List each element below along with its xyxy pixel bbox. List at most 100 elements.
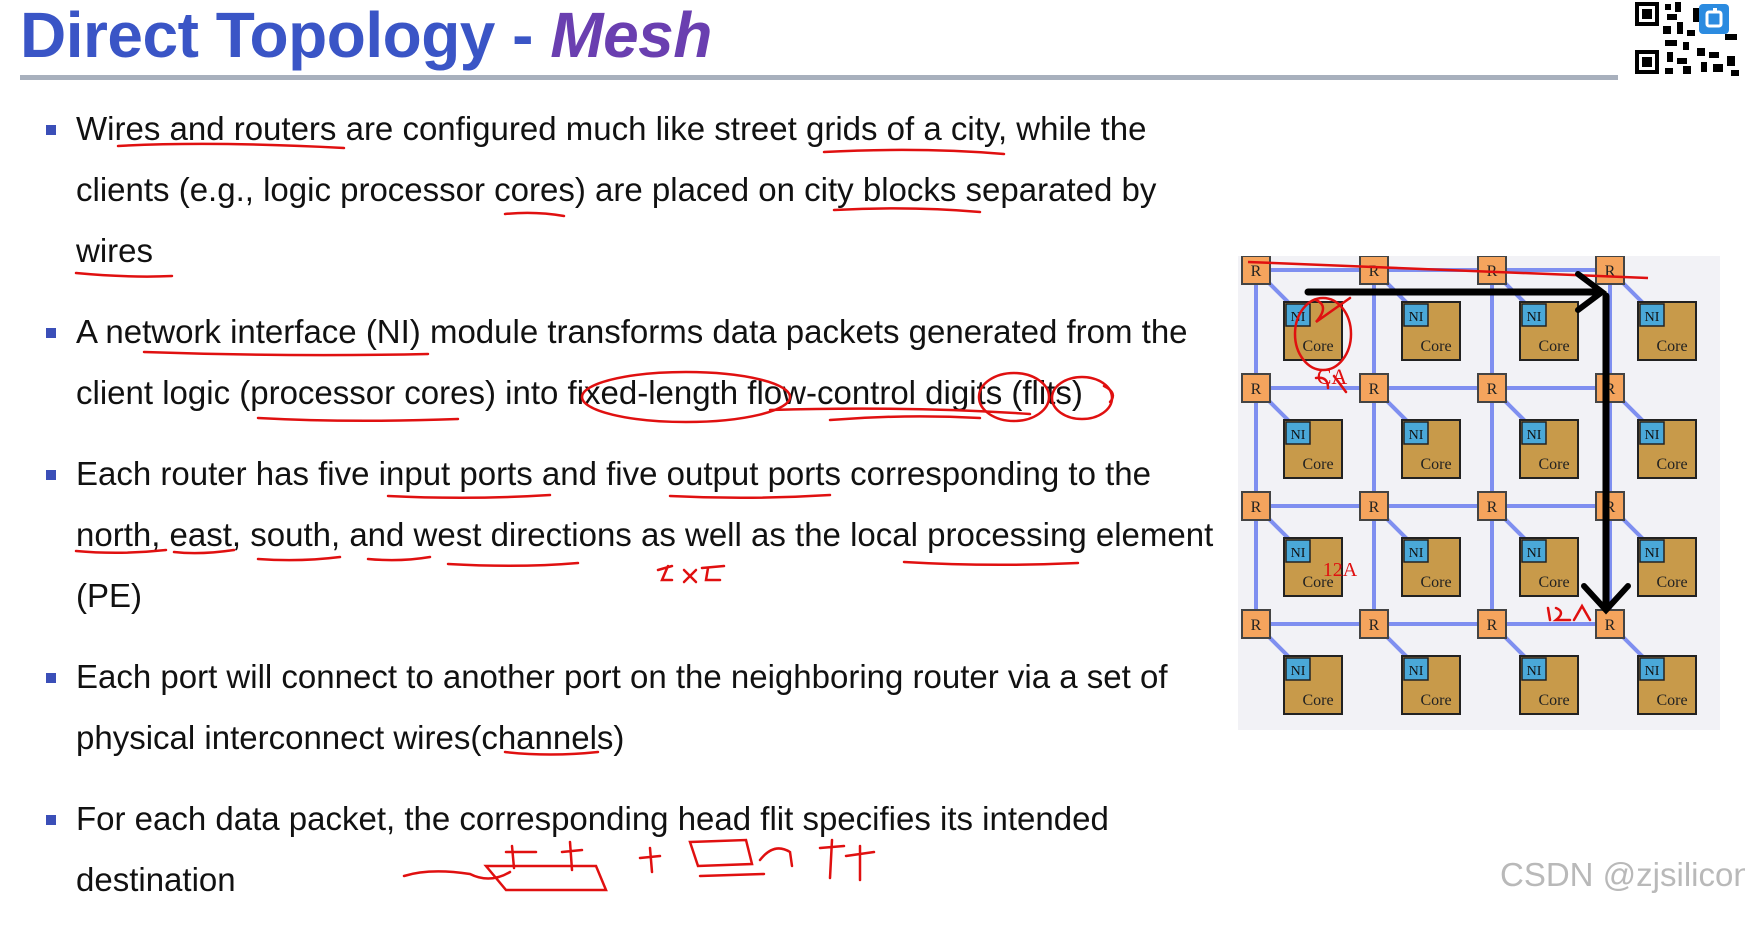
core-label: Core (1420, 456, 1451, 473)
arrow-head-icon (1575, 271, 1607, 313)
router-node (1595, 256, 1625, 285)
bullet-text: Each router has five input ports and fiv… (76, 455, 1214, 614)
router-label: R (1251, 381, 1262, 398)
ni-block (1521, 421, 1547, 445)
bullet-text: Wires and routers are configured much li… (76, 110, 1157, 269)
router-node (1359, 373, 1389, 403)
ni-label: NI (1645, 310, 1660, 325)
bullet-text: For each data packet, the corresponding … (76, 800, 1109, 898)
bullet-square-icon (46, 673, 56, 683)
router-node (1595, 491, 1625, 521)
core-label: Core (1420, 692, 1451, 709)
bullet-square-icon (46, 125, 56, 135)
router-label: R (1369, 617, 1380, 634)
router-label: R (1487, 381, 1498, 398)
bullet-text: Each port will connect to another port o… (76, 658, 1168, 756)
ni-block (1285, 657, 1311, 681)
title-separator: - (494, 0, 551, 71)
ni-label: NI (1527, 546, 1542, 561)
core-label: Core (1302, 574, 1333, 591)
title-rule (20, 75, 1618, 80)
slide-title: Direct Topology - Mesh (20, 0, 712, 72)
ni-label: NI (1409, 546, 1424, 561)
ni-label: NI (1645, 428, 1660, 443)
core-label: Core (1302, 338, 1333, 355)
ni-block (1521, 303, 1547, 327)
ni-block (1285, 539, 1311, 563)
router-node (1359, 491, 1389, 521)
annotation-label-12a: 12A (1323, 559, 1358, 581)
router-label: R (1605, 617, 1616, 634)
core-label: Core (1656, 338, 1687, 355)
router-label: R (1369, 499, 1380, 516)
router-node (1241, 256, 1271, 285)
ni-label: NI (1291, 428, 1306, 443)
ni-label: NI (1527, 310, 1542, 325)
core-label: Core (1302, 456, 1333, 473)
ni-block (1403, 657, 1429, 681)
router-label: R (1605, 499, 1616, 516)
core-label: Core (1656, 456, 1687, 473)
bullet-square-icon (46, 815, 56, 825)
ni-block (1639, 657, 1665, 681)
ni-block (1285, 421, 1311, 445)
core-label: Core (1656, 574, 1687, 591)
mesh-diagram: NICoreNICoreNICoreNICoreNICoreNICoreNICo… (1238, 256, 1720, 730)
router-label: R (1251, 499, 1262, 516)
bullet-list: Wires and routers are configured much li… (42, 98, 1242, 930)
ni-label: NI (1645, 664, 1660, 679)
ni-block (1521, 657, 1547, 681)
router-node (1477, 256, 1507, 285)
core-label: Core (1420, 574, 1451, 591)
ni-label: NI (1409, 428, 1424, 443)
core-label: Core (1302, 692, 1333, 709)
router-node (1359, 609, 1389, 639)
router-node (1477, 491, 1507, 521)
annotation-label-ca: CA (1317, 364, 1348, 389)
list-item: Each router has five input ports and fiv… (42, 443, 1242, 626)
ni-label: NI (1527, 428, 1542, 443)
router-label: R (1605, 381, 1616, 398)
ni-label: NI (1291, 664, 1306, 679)
router-label: R (1251, 617, 1262, 634)
router-node (1595, 373, 1625, 403)
router-node (1477, 609, 1507, 639)
bullet-square-icon (46, 328, 56, 338)
router-node (1241, 609, 1271, 639)
router-node (1241, 373, 1271, 403)
router-label: R (1605, 263, 1616, 280)
ni-block (1639, 539, 1665, 563)
bullet-square-icon (46, 470, 56, 480)
title-emphasis: Mesh (550, 0, 712, 71)
core-label: Core (1538, 574, 1569, 591)
ni-block (1403, 303, 1429, 327)
bullet-text: A network interface (NI) module transfor… (76, 313, 1188, 411)
router-label: R (1251, 263, 1262, 280)
router-label: R (1487, 617, 1498, 634)
router-label: R (1487, 499, 1498, 516)
arrow-head-icon (1581, 583, 1631, 615)
ni-block (1639, 303, 1665, 327)
ni-block (1403, 539, 1429, 563)
core-block (1519, 537, 1579, 597)
list-item: Wires and routers are configured much li… (42, 98, 1242, 281)
qr-code-icon (1635, 2, 1739, 76)
watermark: CSDN @zjsilicon (1500, 856, 1745, 893)
router-label: R (1369, 381, 1380, 398)
router-node (1359, 256, 1389, 285)
ni-label: NI (1409, 664, 1424, 679)
core-label: Core (1538, 338, 1569, 355)
ni-label: NI (1291, 546, 1306, 561)
core-label: Core (1420, 338, 1451, 355)
list-item: A network interface (NI) module transfor… (42, 301, 1242, 423)
ni-label: NI (1527, 664, 1542, 679)
list-item: For each data packet, the corresponding … (42, 788, 1242, 910)
ni-block (1521, 539, 1547, 563)
core-label: Core (1538, 692, 1569, 709)
router-label: R (1369, 263, 1380, 280)
core-label: Core (1538, 456, 1569, 473)
router-node (1241, 491, 1271, 521)
title-main: Direct Topology (20, 0, 495, 71)
router-node (1477, 373, 1507, 403)
ni-label: NI (1645, 546, 1660, 561)
